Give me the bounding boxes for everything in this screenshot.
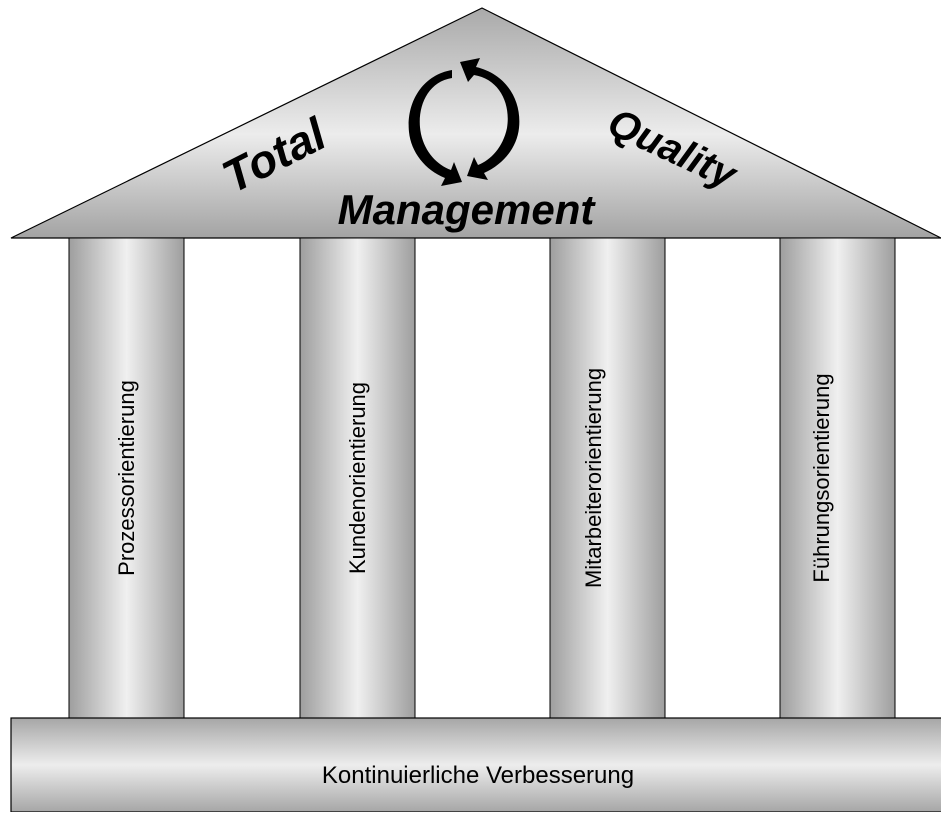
refresh-cycle-icon	[408, 58, 520, 186]
roof	[10, 7, 941, 239]
roof-word-management: Management	[338, 186, 597, 233]
pillar-4-label: Führungsorientierung	[809, 373, 834, 582]
pillar-2-label: Kundenorientierung	[345, 382, 370, 574]
foundation-label: Kontinuierliche Verbesserung	[322, 762, 634, 789]
pillar-1	[68, 237, 185, 719]
pillar-4	[779, 237, 896, 719]
pillar-3	[549, 237, 666, 719]
pillar-3-label: Mitarbeiterorientierung	[581, 368, 606, 588]
pillar-1-label: Prozessorientierung	[114, 380, 139, 576]
pillar-2	[299, 237, 416, 719]
